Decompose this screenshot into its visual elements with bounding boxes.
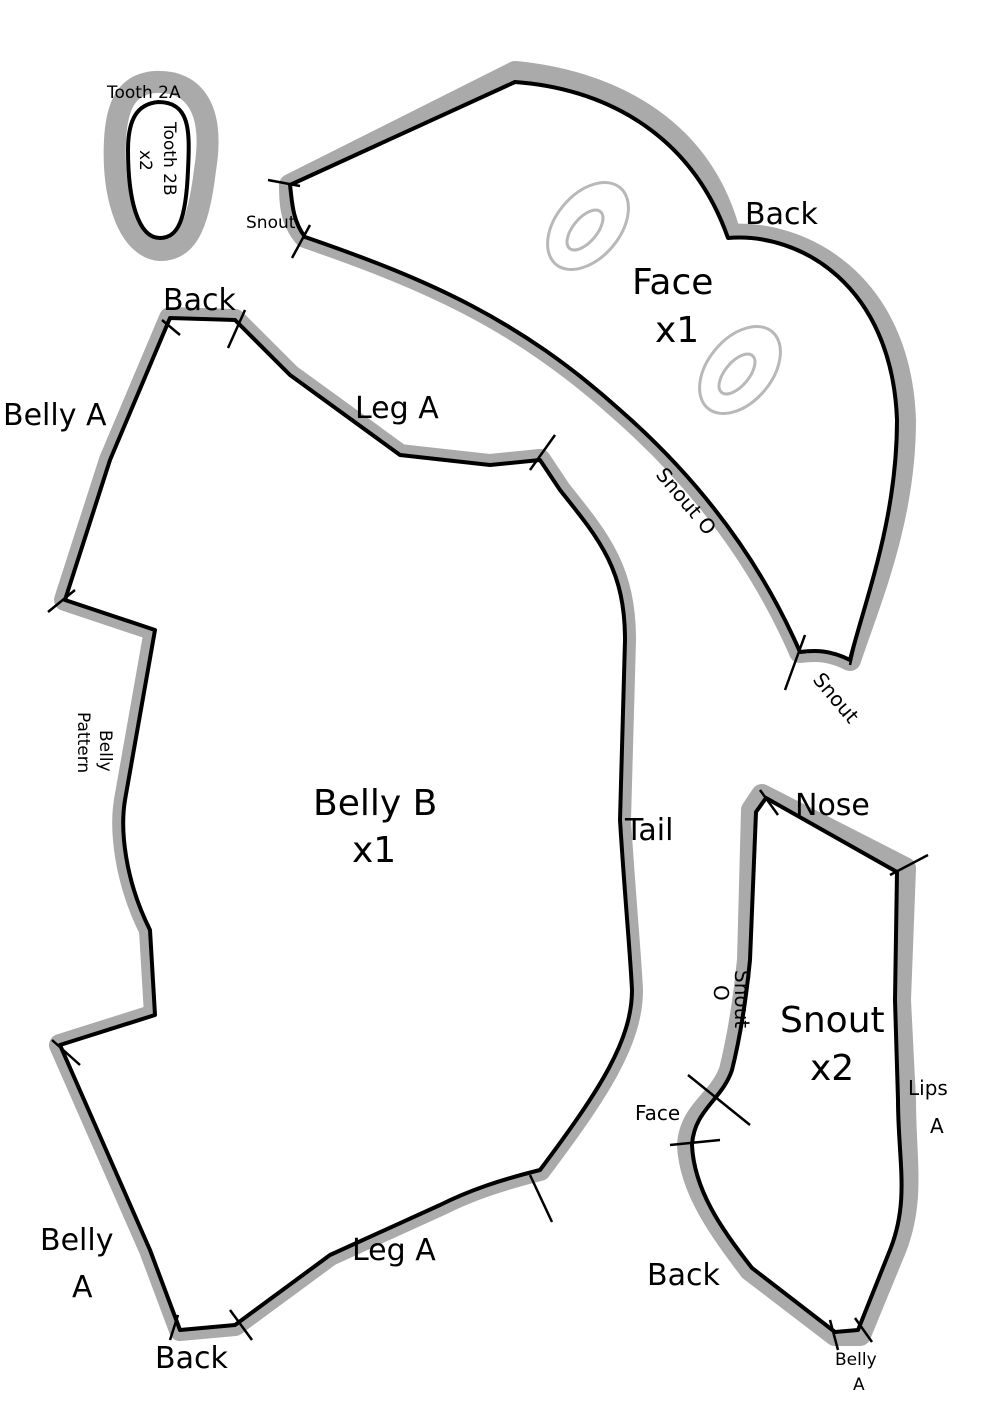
snout-label-snout-o-1: Snout bbox=[730, 970, 754, 1028]
tooth-outer-label: Tooth 2A bbox=[106, 83, 181, 103]
belly-label-belly-a-bottom-2: A bbox=[72, 1270, 93, 1305]
tooth-piece: Tooth 2A Tooth 2B x2 bbox=[103, 70, 219, 261]
belly-label-leg-a-top: Leg A bbox=[355, 391, 439, 426]
snout-piece: Nose Snout O Snout x2 Lips A Face Back B… bbox=[635, 784, 948, 1395]
belly-label-belly-pattern: Belly Pattern bbox=[73, 712, 115, 773]
belly-pattern-line1: Belly bbox=[95, 730, 115, 772]
snout-label-nose: Nose bbox=[795, 788, 870, 823]
snout-label-snout-o-2: O bbox=[709, 985, 733, 1001]
belly-pattern-line2: Pattern bbox=[73, 712, 93, 773]
snout-label-back: Back bbox=[647, 1258, 720, 1293]
belly-label-leg-a-bottom: Leg A bbox=[352, 1233, 436, 1268]
belly-b-piece: Back Belly A Leg A Belly Pattern Belly B… bbox=[3, 283, 673, 1376]
face-piece: Snout Back Face x1 Snout O Snout bbox=[246, 61, 916, 728]
snout-label-belly-2: A bbox=[853, 1375, 865, 1395]
belly-label-back-top: Back bbox=[163, 283, 236, 318]
face-label-back: Back bbox=[745, 197, 818, 232]
tooth-inner-label: Tooth 2B bbox=[159, 121, 179, 196]
belly-label-belly-a-top: Belly A bbox=[3, 398, 107, 433]
face-count: x1 bbox=[655, 310, 699, 351]
face-name: Face bbox=[632, 262, 713, 303]
snout-label-lips-1: Lips bbox=[908, 1076, 948, 1100]
belly-b-name: Belly B bbox=[313, 783, 437, 824]
belly-label-tail: Tail bbox=[624, 813, 673, 848]
snout-label-belly-1: Belly bbox=[835, 1350, 877, 1370]
snout-label-lips-2: A bbox=[930, 1114, 944, 1138]
eye-marking-left bbox=[546, 181, 630, 271]
face-label-snout-top: Snout bbox=[246, 213, 296, 233]
belly-label-belly-a-bottom-1: Belly bbox=[40, 1223, 113, 1258]
snout-count: x2 bbox=[810, 1048, 854, 1089]
eye-marking-right bbox=[698, 325, 782, 415]
face-label-snout-bottom: Snout bbox=[808, 668, 864, 728]
tooth-count: x2 bbox=[135, 150, 155, 171]
snout-label-face: Face bbox=[635, 1101, 680, 1125]
snout-name: Snout bbox=[780, 1000, 885, 1041]
belly-b-count: x1 bbox=[352, 830, 396, 871]
belly-label-back-bottom: Back bbox=[155, 1341, 228, 1376]
